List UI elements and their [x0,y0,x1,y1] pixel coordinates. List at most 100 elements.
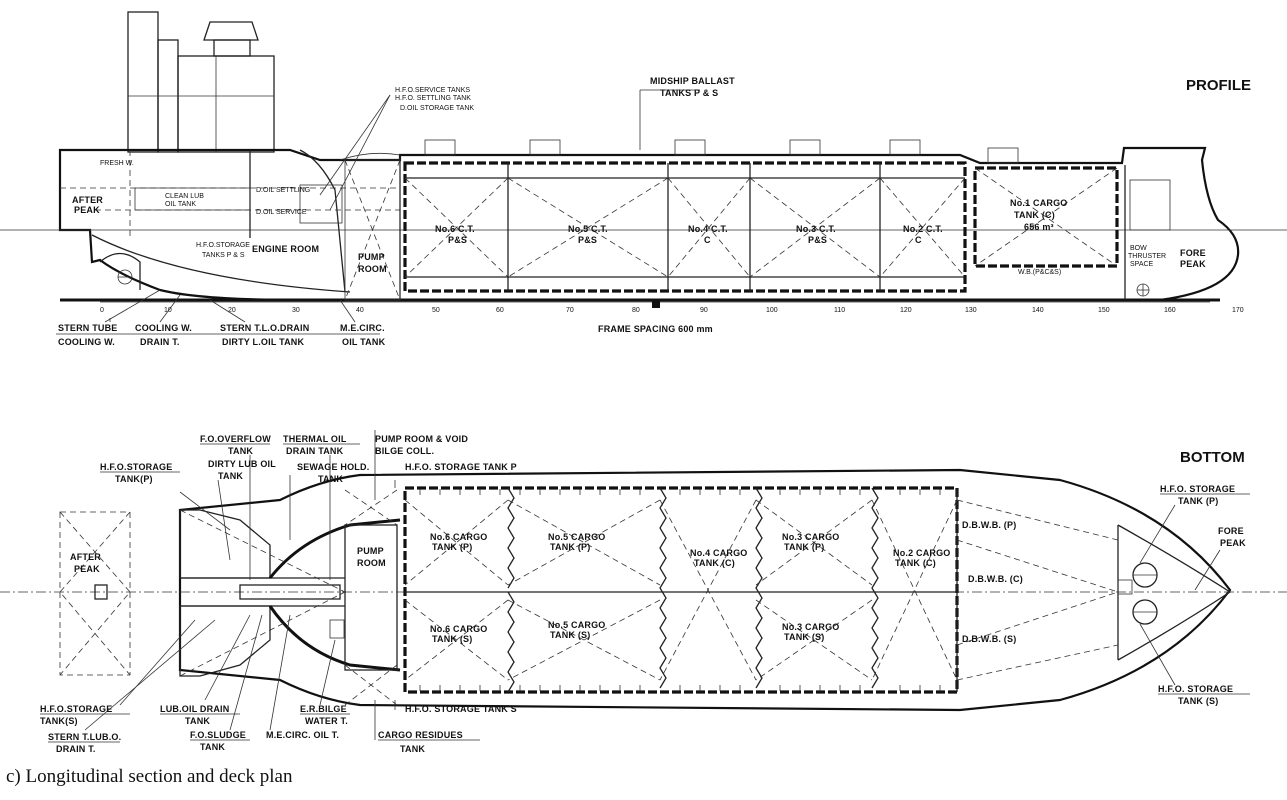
label-ct4-2: C [704,235,711,245]
label-dbwb-c: D.B.W.B. (C) [968,574,1023,584]
frame-label: 70 [566,307,574,314]
frame-label: 110 [834,307,845,314]
label-after-peak-2: PEAK [74,205,100,215]
frame-label: 50 [432,307,440,314]
label-after-peak-bottom: AFTER [70,552,101,562]
label-hfo-settling: H.F.O. SETTLING TANK [395,95,471,102]
label-sewage-2: TANK [318,474,343,484]
label-fore-peak-bottom: FORE [1218,526,1244,536]
label-midship-ballast: MIDSHIP BALLAST [650,76,735,86]
label-c3p: No.3 CARGO [782,532,840,542]
frame-label: 40 [356,307,364,314]
label-fore-peak: FORE [1180,248,1206,258]
label-hfo-storage-tank-s: H.F.O. STORAGE TANK S [405,704,517,714]
label-c6p: No.6 CARGO [430,532,488,542]
label-do-service: D.OIL SERVICE [256,209,307,216]
label-hfo-storage-p: H.F.O.STORAGE [100,462,172,472]
label-ct2: No.2 C.T. [903,224,943,234]
label-after-peak: AFTER [72,195,103,205]
label-fo-sludge: F.O.SLUDGE [190,730,246,740]
label-stern-tlo-2: DIRTY L.OIL TANK [222,337,305,347]
bottom-view: BOTTOM [0,430,1287,754]
label-ct5: No.5 C.T. [568,224,608,234]
label-wb: W.B.(P&C&S) [1018,269,1061,276]
label-c5p-2: TANK (P) [550,542,590,552]
label-hfo-storage-s-2: TANK(S) [40,716,78,726]
label-stern-tlubo: STERN T.LUB.O. [48,732,121,742]
bottom-hull [178,468,1232,712]
frame-label: 60 [496,307,504,314]
frame-label: 0 [100,307,104,314]
label-c4c-2: TANK (C) [694,558,735,568]
label-c4c: No.4 CARGO [690,548,748,558]
label-hfo-storage-fp: H.F.O. STORAGE [1160,484,1235,494]
frame-label: 30 [292,307,300,314]
label-ct2-2: C [915,235,922,245]
label-c3s: No.3 CARGO [782,622,840,632]
label-fore-peak-bottom-2: PEAK [1220,538,1246,548]
label-after-peak-bottom-2: PEAK [74,564,100,574]
label-hfo-storage: H.F.O.STORAGE [196,242,250,249]
label-c3s-2: TANK (S) [784,632,824,642]
profile-hull [58,146,1240,302]
label-stern-tlubo-2: DRAIN T. [56,744,96,754]
label-dbwb-s: D.B.W.B. (S) [962,634,1016,644]
label-hfo-storage-tank-p: H.F.O. STORAGE TANK P [405,462,517,472]
label-pump-void-2: BILGE COLL. [375,446,434,456]
label-me-circ-2: OIL TANK [342,337,386,347]
frame-label: 20 [228,307,236,314]
label-pump-room-bottom: PUMP [357,546,384,556]
label-dirty-lub: DIRTY LUB OIL [208,459,276,469]
label-c5s-2: TANK (S) [550,630,590,640]
longitudinal-frames [419,489,941,691]
label-hfo-storage-s: H.F.O.STORAGE [40,704,112,714]
label-fo-sludge-2: TANK [200,742,225,752]
bottom-title: BOTTOM [1180,449,1245,466]
label-frame-spacing: FRAME SPACING 600 mm [598,324,713,334]
label-midship-ballast-2: TANKS P & S [660,88,718,98]
frame-label: 120 [900,307,912,314]
label-do-storage: D.OIL STORAGE TANK [400,105,474,112]
profile-view: PROFILE [0,11,1287,347]
frame-label: 140 [1032,307,1044,314]
label-pump-room: PUMP [358,252,385,262]
label-pump-room-bottom-2: ROOM [357,558,386,568]
label-fore-peak-2: PEAK [1180,259,1206,269]
label-fo-overflow: F.O.OVERFLOW [200,434,271,444]
label-ct6-2: P&S [448,235,467,245]
label-ct1: No.1 CARGO [1010,198,1068,208]
label-ct3: No.3 C.T. [796,224,836,234]
label-lub-oil-drain-2: TANK [185,716,210,726]
frame-label: 80 [632,307,640,314]
label-c2c: No.2 CARGO [893,548,951,558]
label-cargo-residues: CARGO RESIDUES [378,730,463,740]
label-clean-lub: CLEAN LUB [165,193,204,200]
label-ct1-2: TANK (C) [1014,210,1055,220]
frame-label: 10 [164,307,172,314]
label-me-circ-bottom: M.E.CIRC. OIL T. [266,730,339,740]
profile-title: PROFILE [1186,77,1251,94]
label-c2c-2: TANK (C) [895,558,936,568]
label-bow-thruster-2: THRUSTER [1128,253,1166,260]
label-c5p: No.5 CARGO [548,532,606,542]
label-cooling-w: COOLING W. [135,323,192,333]
label-stern-tlo: STERN T.L.O.DRAIN [220,323,309,333]
label-lub-oil-drain: LUB.OIL DRAIN [160,704,229,714]
label-hfo-service: H.F.O.SERVICE TANKS [395,87,470,94]
label-stern-tube-2: COOLING W. [58,337,115,347]
label-ct6: No.6 C.T. [435,224,475,234]
label-hfo-storage-2: TANKS P & S [202,252,245,259]
label-cooling-w-2: DRAIN T. [140,337,180,347]
label-bow-thruster-3: SPACE [1130,261,1154,268]
frame-label: 150 [1098,307,1110,314]
label-pump-room-2: ROOM [358,264,387,274]
label-hfo-storage-fs-2: TANK (S) [1178,696,1218,706]
label-cargo-residues-2: TANK [400,744,425,754]
label-do-settling: D.OIL SETTLING [256,187,310,194]
frame-label: 160 [1164,307,1176,314]
label-c6s-2: TANK (S) [432,634,472,644]
label-bow-thruster: BOW [1130,245,1147,252]
superstructure [127,11,275,153]
frame-label: 170 [1232,307,1244,314]
